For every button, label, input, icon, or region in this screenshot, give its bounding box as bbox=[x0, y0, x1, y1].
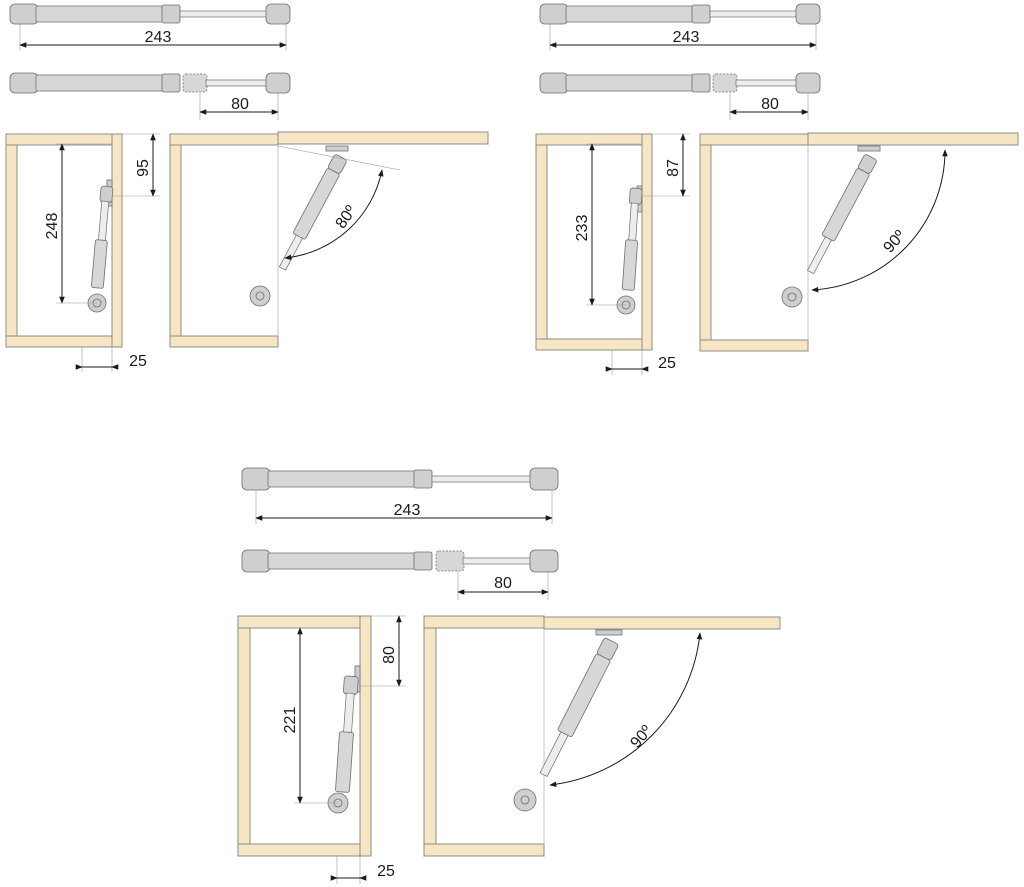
gas-spring-extended: 243 bbox=[539, 3, 821, 50]
variant-3: 243 80 bbox=[237, 467, 781, 884]
gas-spring-extended: 243 bbox=[9, 3, 291, 50]
mount-offset-label: 87 bbox=[665, 159, 682, 177]
depth-label: 25 bbox=[129, 353, 147, 370]
spring-length-label: 243 bbox=[673, 29, 700, 46]
spring-length-label: 243 bbox=[394, 502, 421, 519]
stroke-label: 80 bbox=[494, 575, 512, 592]
cabinet-closed: 221 80 25 bbox=[237, 615, 406, 884]
spring-length-label: 243 bbox=[145, 29, 172, 46]
cabinet-height-label: 233 bbox=[574, 215, 591, 242]
angle-label: 90º bbox=[880, 227, 909, 256]
mount-offset-label: 95 bbox=[135, 159, 152, 177]
cabinet-open: 90º bbox=[699, 132, 1019, 352]
angle-label: 80º bbox=[333, 203, 361, 232]
gas-spring-extended: 243 bbox=[241, 467, 559, 524]
stroke-label: 80 bbox=[231, 96, 249, 113]
cabinet-open: 80º bbox=[169, 131, 489, 348]
cabinet-height-label: 221 bbox=[282, 707, 299, 734]
depth-label: 25 bbox=[377, 863, 395, 880]
stroke-label: 80 bbox=[761, 96, 779, 113]
depth-label: 25 bbox=[658, 355, 676, 372]
cabinet-closed: 233 87 25 bbox=[535, 133, 690, 375]
cabinet-height-label: 248 bbox=[44, 213, 61, 240]
cabinet-closed: 248 95 25 bbox=[5, 133, 160, 372]
angle-label: 90º bbox=[627, 722, 655, 751]
mount-offset-label: 80 bbox=[381, 646, 398, 664]
cabinet-open: 90º bbox=[423, 615, 781, 857]
gas-spring-compressed: 80 bbox=[539, 72, 821, 120]
variant-1: 243 80 bbox=[5, 3, 489, 372]
variant-2: 243 80 bbox=[535, 3, 1019, 375]
gas-spring-compressed: 80 bbox=[9, 72, 291, 120]
gas-spring-compressed: 80 bbox=[241, 549, 559, 600]
